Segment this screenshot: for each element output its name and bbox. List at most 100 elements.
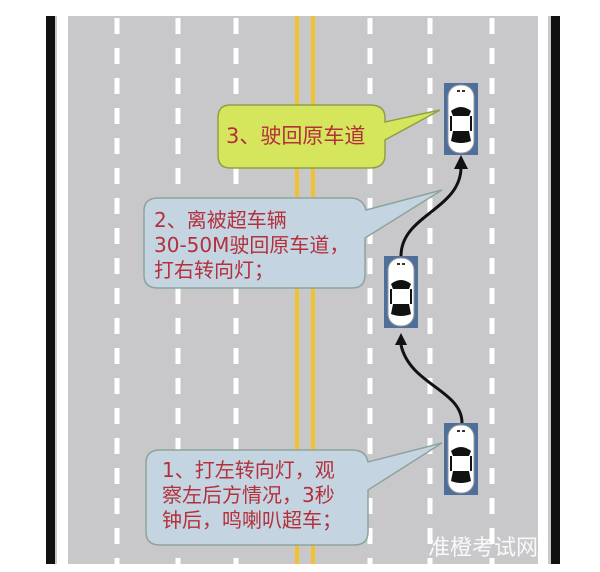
lane-dash bbox=[114, 558, 120, 572]
lane-dash bbox=[427, 558, 433, 572]
lane-dash bbox=[367, 408, 373, 424]
arrow-head-icon bbox=[454, 155, 468, 169]
lane-dash bbox=[233, 378, 239, 394]
lane-dash bbox=[427, 288, 433, 304]
lane-dash bbox=[367, 498, 373, 514]
lane-dash bbox=[175, 438, 181, 454]
lane-dash bbox=[114, 528, 120, 544]
lane-dash bbox=[367, 378, 373, 394]
lane-dash bbox=[233, 168, 239, 184]
speech-bubble-step-3 bbox=[217, 104, 441, 169]
lane-dash bbox=[367, 318, 373, 334]
lane-dash bbox=[175, 48, 181, 64]
lane-dash bbox=[175, 138, 181, 154]
lane-dash bbox=[489, 528, 495, 544]
lane-dash bbox=[489, 408, 495, 424]
lane-dash bbox=[367, 288, 373, 304]
lane-dash bbox=[489, 48, 495, 64]
lane-dash bbox=[114, 258, 120, 274]
car-icon bbox=[384, 256, 418, 328]
lane-dash bbox=[427, 168, 433, 184]
lane-dash bbox=[175, 108, 181, 124]
lane-dash bbox=[489, 198, 495, 214]
lane-dash bbox=[114, 348, 120, 364]
lane-dash bbox=[367, 528, 373, 544]
lane-dash bbox=[175, 408, 181, 424]
lane-dash bbox=[367, 558, 373, 572]
lane-dash bbox=[489, 348, 495, 364]
lane-dash bbox=[427, 348, 433, 364]
path-segment-2 bbox=[399, 167, 463, 257]
lane-dash bbox=[489, 228, 495, 244]
lane-dash bbox=[233, 288, 239, 304]
speech-bubble-step-1 bbox=[145, 442, 443, 546]
lane-dash bbox=[427, 408, 433, 424]
lane-dash bbox=[427, 48, 433, 64]
lane-dash bbox=[175, 168, 181, 184]
lane-dash bbox=[489, 78, 495, 94]
lane-dash bbox=[427, 468, 433, 484]
lane-dash bbox=[367, 348, 373, 364]
lane-dash bbox=[367, 48, 373, 64]
lane-dash bbox=[175, 18, 181, 34]
lane-dash bbox=[427, 18, 433, 34]
lane-dash bbox=[489, 18, 495, 34]
lane-dash bbox=[233, 408, 239, 424]
lane-dash bbox=[489, 168, 495, 184]
lane-dash bbox=[489, 288, 495, 304]
lane-dash bbox=[114, 168, 120, 184]
lane-dash bbox=[114, 138, 120, 154]
lane-dash bbox=[114, 498, 120, 514]
lane-dash bbox=[233, 318, 239, 334]
lane-dash bbox=[114, 438, 120, 454]
lane-dash bbox=[427, 528, 433, 544]
lane-dash bbox=[367, 228, 373, 244]
road-edge-left bbox=[46, 16, 55, 564]
lane-dash bbox=[427, 378, 433, 394]
step-3-text: 3、驶回原车道 bbox=[226, 124, 366, 148]
lane-dash bbox=[114, 378, 120, 394]
lane-dash bbox=[175, 378, 181, 394]
lane-dash bbox=[367, 168, 373, 184]
lane-dash bbox=[114, 48, 120, 64]
speech-bubble-step-2 bbox=[143, 189, 443, 289]
lane-dash bbox=[489, 258, 495, 274]
lane-dash bbox=[114, 18, 120, 34]
lane-dash bbox=[175, 318, 181, 334]
lane-dash bbox=[427, 318, 433, 334]
road-edge-right bbox=[551, 16, 560, 564]
lane-dash bbox=[427, 258, 433, 274]
lane-dash bbox=[233, 558, 239, 572]
center-line-right bbox=[311, 16, 315, 564]
watermark: 准橙考试网 bbox=[428, 536, 539, 561]
step-1-text: 1、打左转向灯，观 察左后方情况，3秒 钟后，鸣喇叭超车； bbox=[162, 458, 342, 532]
lane-dash bbox=[489, 498, 495, 514]
lane-dash bbox=[489, 558, 495, 572]
center-line-left bbox=[295, 16, 299, 564]
lane-dash bbox=[114, 288, 120, 304]
lane-dash bbox=[233, 438, 239, 454]
lane-dash bbox=[114, 318, 120, 334]
lane-dash bbox=[367, 438, 373, 454]
lane-dash bbox=[114, 108, 120, 124]
lane-dash bbox=[367, 18, 373, 34]
edge-line-left bbox=[57, 16, 68, 564]
arrow-head-icon bbox=[395, 333, 407, 345]
car-icon bbox=[444, 423, 478, 495]
lane-dash bbox=[114, 198, 120, 214]
step-2-text: 2、离被超车辆 30-50M驶回原车道， 打右转向灯； bbox=[154, 208, 350, 282]
lane-dash bbox=[233, 78, 239, 94]
lane-dash bbox=[233, 348, 239, 364]
path-segment-1 bbox=[399, 344, 464, 424]
lane-dash bbox=[367, 258, 373, 274]
lane-dash bbox=[175, 78, 181, 94]
lane-dash bbox=[427, 228, 433, 244]
lane-dash bbox=[367, 78, 373, 94]
lane-dash bbox=[114, 78, 120, 94]
lane-dash bbox=[233, 48, 239, 64]
lane-dash bbox=[489, 318, 495, 334]
lane-dash bbox=[489, 138, 495, 154]
lane-dash bbox=[427, 498, 433, 514]
lane-dash bbox=[114, 468, 120, 484]
